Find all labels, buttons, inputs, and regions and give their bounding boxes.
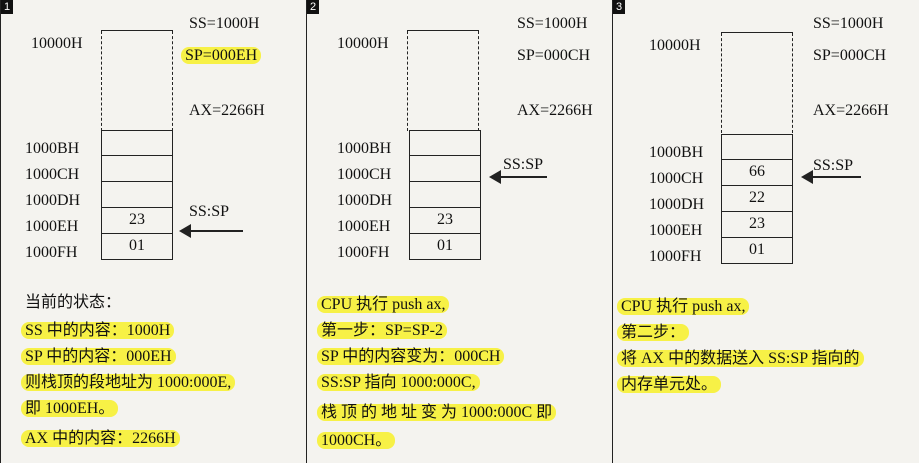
row-address: 1000FH	[25, 244, 78, 261]
text-line: 将 AX 中的数据送入 SS:SP 指向的	[617, 350, 864, 367]
row-address: 1000FH	[337, 244, 390, 261]
stack-upper-region	[721, 32, 793, 133]
stack-cell	[409, 182, 481, 208]
row-address: 1000DH	[649, 196, 705, 213]
pointer-label: SS:SP	[189, 203, 230, 220]
row-address: 1000DH	[337, 192, 393, 209]
text-line: CPU 执行 push ax,	[617, 298, 750, 315]
text-line: 栈 顶 的 地 址 变 为 1000:000C 即	[317, 404, 557, 421]
text-line: 当前的状态：	[25, 294, 122, 311]
row-address: 1000EH	[649, 222, 703, 239]
ss-register: SS=1000H	[517, 15, 588, 32]
top-address: 10000H	[649, 37, 701, 54]
pointer-arrow-icon	[801, 170, 861, 184]
row-address: 1000EH	[25, 218, 79, 235]
top-address: 10000H	[31, 35, 83, 52]
text-line: CPU 执行 push ax,	[317, 296, 450, 313]
pointer-label: SS:SP	[813, 157, 854, 174]
stack-upper-region	[101, 30, 173, 131]
text-line: SP 中的内容变为：000CH	[317, 348, 505, 365]
text-line: 即 1000EH。	[21, 400, 119, 417]
stack-cell: 01	[101, 234, 173, 260]
top-address: 10000H	[337, 35, 389, 52]
panel-number: 2	[307, 0, 319, 14]
stack-cell: 01	[409, 234, 481, 260]
ax-register: AX=2266H	[813, 102, 889, 119]
panel-2: 2 10000H SS=1000H SP=000CH AX=2266H 1000…	[306, 0, 612, 463]
text-line: SP 中的内容：000EH	[21, 348, 176, 365]
stack-upper-region	[407, 30, 479, 131]
row-address: 1000CH	[25, 166, 80, 183]
text-line: 1000CH。	[317, 432, 396, 449]
text-line: SS 中的内容：1000H	[21, 322, 175, 339]
stack-cell: 23	[721, 212, 793, 238]
row-address: 1000DH	[25, 192, 81, 209]
text-line: 第二步：	[617, 324, 690, 341]
row-address: 1000BH	[649, 144, 704, 161]
text-line: 内存单元处。	[617, 376, 722, 393]
ss-register: SS=1000H	[189, 15, 260, 32]
text-line: AX 中的内容：2266H	[21, 430, 180, 447]
stack-cell: 66	[721, 160, 793, 186]
text-line: 则栈顶的段地址为 1000:000E,	[21, 374, 236, 391]
sp-register: SP=000CH	[517, 47, 591, 64]
panel-number: 1	[1, 0, 13, 14]
sp-register: SP=000CH	[813, 47, 887, 64]
panel-3: 3 10000H SS=1000H SP=000CH AX=2266H 1000…	[612, 0, 919, 463]
stack-cell	[409, 130, 481, 156]
pointer-arrow-icon	[179, 224, 243, 238]
stack-cell	[101, 182, 173, 208]
stack-cell	[101, 156, 173, 182]
stack-cell: 22	[721, 186, 793, 212]
row-address: 1000BH	[337, 140, 392, 157]
stack-cell: 01	[721, 238, 793, 264]
ss-register: SS=1000H	[813, 15, 884, 32]
ax-register: AX=2266H	[517, 102, 593, 119]
stack-cell	[409, 156, 481, 182]
row-address: 1000FH	[649, 248, 702, 265]
row-address: 1000BH	[25, 140, 80, 157]
pointer-label: SS:SP	[503, 156, 544, 173]
stack-cell	[721, 134, 793, 160]
panel-1: 1 10000H SS=1000H SP=000EH AX=2266H 1000…	[0, 0, 306, 463]
sp-register: SP=000EH	[181, 47, 262, 64]
stack-cell	[101, 130, 173, 156]
panel-number: 3	[613, 0, 625, 14]
row-address: 1000CH	[337, 166, 392, 183]
pointer-arrow-icon	[489, 170, 547, 184]
stack-cell: 23	[101, 208, 173, 234]
ax-register: AX=2266H	[189, 102, 265, 119]
row-address: 1000CH	[649, 170, 704, 187]
stack-cell: 23	[409, 208, 481, 234]
text-line: SS:SP 指向 1000:000C,	[317, 374, 480, 391]
row-address: 1000EH	[337, 218, 391, 235]
text-line: 第一步：SP=SP-2	[317, 322, 447, 339]
